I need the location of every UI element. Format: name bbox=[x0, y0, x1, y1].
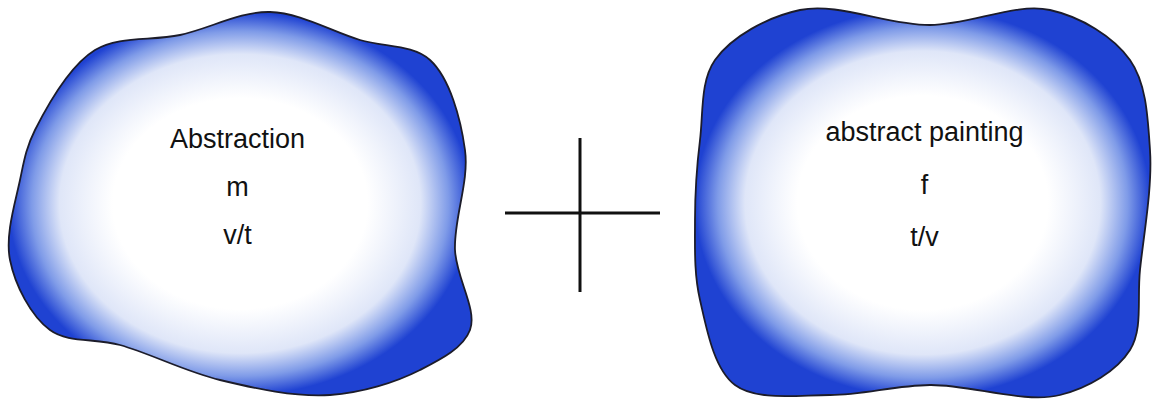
plus-symbol-horizontal bbox=[505, 212, 660, 215]
node-text: Abstraction bbox=[5, 122, 470, 156]
node-text: abstract painting bbox=[697, 115, 1152, 149]
blob-shape bbox=[9, 12, 472, 395]
blob-outline bbox=[5, 12, 470, 400]
blob-outline bbox=[697, 5, 1152, 398]
plus-symbol-vertical bbox=[579, 138, 582, 292]
node-text: f bbox=[697, 168, 1152, 202]
node-text: t/v bbox=[697, 220, 1152, 254]
blob-node: Abstraction m v/t bbox=[5, 12, 470, 400]
blob-shape bbox=[695, 8, 1151, 397]
node-text: v/t bbox=[5, 218, 470, 252]
blob-node: abstract painting f t/v bbox=[697, 5, 1152, 398]
node-text: m bbox=[5, 170, 470, 204]
